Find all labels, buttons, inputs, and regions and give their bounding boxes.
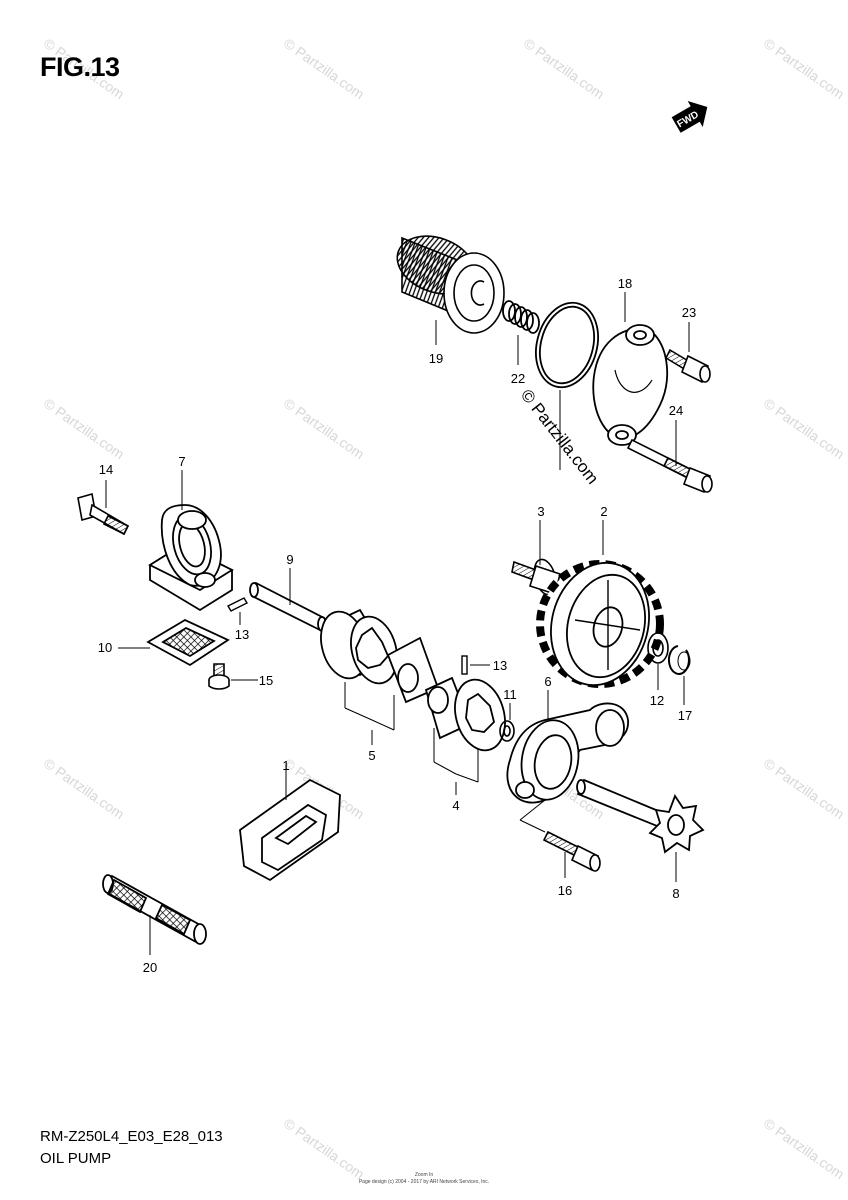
callout-12: 12	[650, 693, 664, 708]
dowel-pin-right	[461, 655, 490, 675]
callout-2: 2	[600, 504, 607, 519]
callout-19: 19	[429, 351, 443, 366]
cover-bolt-long	[626, 420, 713, 494]
dowel-pin-left	[227, 597, 248, 625]
callout-7: 7	[178, 454, 185, 469]
washer	[499, 703, 515, 742]
oil-pump-case	[506, 690, 629, 804]
callout-10: 10	[98, 640, 112, 655]
callout-4: 4	[452, 798, 459, 813]
callout-16: 16	[558, 883, 572, 898]
callout-20: 20	[143, 960, 157, 975]
callout-24: 24	[669, 403, 683, 418]
oil-pump-rotor-set-2	[424, 676, 506, 795]
callout-14: 14	[99, 462, 113, 477]
callout-18: 18	[618, 276, 632, 291]
callout-3: 3	[537, 504, 544, 519]
spring	[502, 300, 540, 365]
callout-15: 15	[259, 673, 273, 688]
o-ring	[535, 301, 599, 470]
circlip	[667, 645, 691, 705]
strainer-bolt	[77, 480, 130, 536]
callout-13-left: 13	[235, 627, 249, 642]
callout-17: 17	[678, 708, 692, 723]
oil-filter	[396, 235, 505, 345]
callout-13-right: 13	[493, 658, 507, 673]
strainer-screen	[118, 618, 230, 667]
callout-11: 11	[503, 687, 517, 702]
oil-pump-rotor-set-1	[320, 608, 440, 745]
callout-9: 9	[286, 552, 293, 567]
fwd-arrow-icon: FWD	[671, 101, 708, 133]
oil-pump-drive-shaft	[576, 778, 705, 882]
figure-code: RM-Z250L4_E03_E28_013	[40, 1128, 223, 1145]
fine-print-copyright: Page design (c) 2004 - 2017 by ARI Netwo…	[358, 1179, 490, 1185]
oil-filter-cover	[592, 292, 669, 446]
figure-title: FIG.13	[40, 52, 120, 82]
callout-22: 22	[511, 371, 525, 386]
strainer-screw	[208, 663, 258, 690]
callout-1: 1	[282, 758, 289, 773]
cover-bolt-short	[664, 322, 711, 384]
callout-6: 6	[544, 674, 551, 689]
callout-5: 5	[368, 748, 375, 763]
pump-bolt	[542, 830, 601, 878]
oil-strainer-housing	[148, 470, 234, 612]
figure-name: OIL PUMP	[40, 1150, 112, 1167]
oil-strainer-tube	[102, 874, 207, 955]
oil-pump-gasket	[239, 765, 341, 882]
oil-pump-driven-gear	[536, 520, 664, 688]
gear-washer	[647, 632, 669, 690]
callout-23: 23	[682, 305, 696, 320]
callout-8: 8	[672, 886, 679, 901]
pump-shaft	[249, 568, 327, 632]
assembly-guide-lines	[519, 799, 546, 833]
fine-print-zoom: Zoom In	[414, 1172, 434, 1178]
